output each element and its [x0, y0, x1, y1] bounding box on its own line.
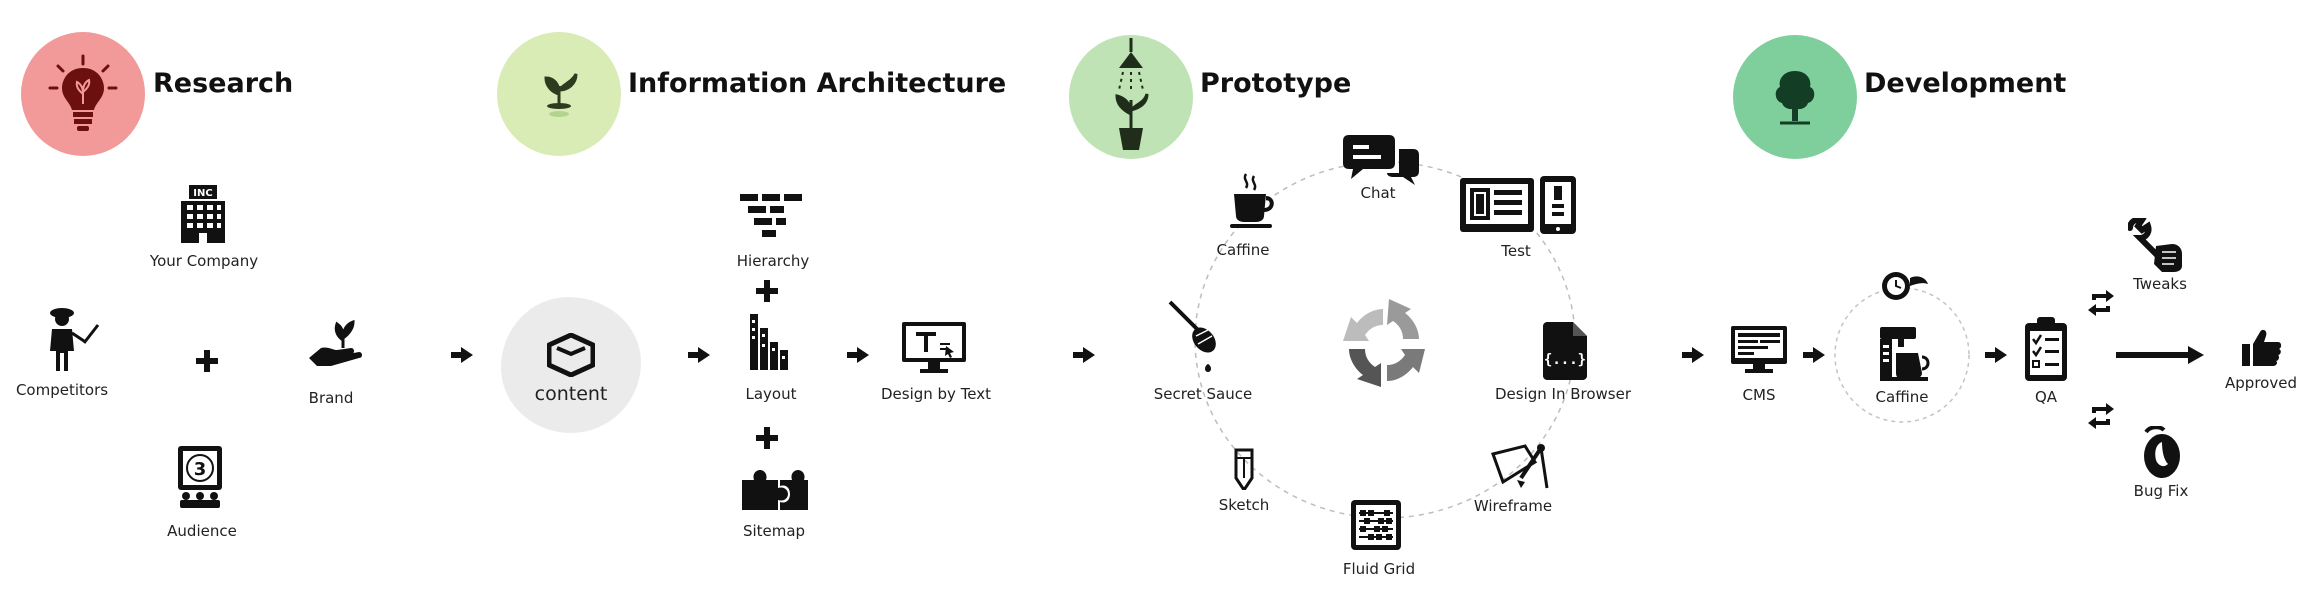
tweaks-label: Tweaks [2133, 275, 2187, 293]
building-icon: INC [177, 185, 229, 245]
thumbs-up-icon [2242, 328, 2282, 366]
honey-dipper-icon [1168, 300, 1218, 374]
countdown-number: 3 [194, 459, 207, 480]
development-title: Development [1864, 68, 2067, 99]
svg-text:{...}: {...} [1544, 352, 1586, 368]
abacus-grid-icon [1349, 498, 1403, 552]
research-phase-circle [21, 32, 145, 156]
arrow-ia-to-prototype [1073, 347, 1095, 363]
approved-label: Approved [2225, 374, 2297, 392]
layout-icon [750, 314, 790, 370]
sitemap-label: Sitemap [742, 522, 806, 540]
lightbulb-plant-icon [48, 54, 118, 131]
content-label: content [534, 383, 608, 405]
tree-icon [1775, 71, 1815, 125]
sprout-icon [544, 73, 578, 117]
design-by-text-label: Design by Text [880, 385, 992, 403]
hand-sprout-icon [307, 318, 365, 370]
code-file-icon: {...} [1543, 322, 1587, 380]
caffine-label-development: Caffine [1875, 388, 1929, 406]
arrow-qa-to-approved [2116, 346, 2204, 364]
clipboard-checklist-icon [2023, 317, 2069, 383]
secret-sauce-label: Secret Sauce [1153, 385, 1253, 403]
ia-phase-circle [497, 32, 621, 156]
bug-fix-icon [2140, 426, 2182, 480]
audience-countdown-icon: 3 [176, 446, 224, 508]
arrow-caffine-to-qa [1985, 347, 2007, 363]
chat-bubbles-icon [1343, 133, 1419, 185]
desktop-mobile-icon [1460, 176, 1578, 234]
layout-label: Layout [745, 385, 797, 403]
hierarchy-icon [740, 194, 806, 240]
prototype-phase-circle [1069, 35, 1193, 159]
coffee-machine-icon [1878, 327, 1932, 381]
arrow-prototype-to-cms [1682, 347, 1704, 363]
plus-sign-ia-bottom [756, 427, 778, 449]
sketch-label: Sketch [1218, 496, 1270, 514]
chat-label: Chat [1360, 184, 1396, 202]
swap-arrows-icon-top [2086, 290, 2116, 316]
clock-fast-icon [1880, 270, 1930, 302]
wrench-hand-icon [2128, 218, 2184, 274]
wireframe-label: Wireframe [1473, 497, 1553, 515]
plus-sign-ia-top [756, 280, 778, 302]
hierarchy-label: Hierarchy [736, 252, 810, 270]
compass-drawing-icon [1491, 442, 1549, 492]
audience-label: Audience [167, 522, 237, 540]
brand-label: Brand [308, 389, 354, 407]
inc-sign-text: INC [193, 188, 212, 199]
lamp-plant-icon [1115, 38, 1149, 150]
arrow-content-to-layout [688, 347, 710, 363]
ia-title: Information Architecture [628, 68, 1007, 99]
competitor-person-icon [44, 305, 100, 373]
cms-monitor-icon [1731, 326, 1787, 374]
box-icon [547, 333, 595, 377]
monitor-text-icon [902, 322, 966, 376]
qa-label: QA [2034, 388, 2058, 406]
prototype-title: Prototype [1200, 68, 1352, 99]
design-in-browser-label: Design In Browser [1494, 385, 1632, 403]
plus-sign-research [196, 350, 218, 372]
content-blob [501, 297, 641, 433]
arrow-layout-to-design-by-text [847, 347, 869, 363]
swap-arrows-icon-bottom [2086, 403, 2116, 429]
bug-fix-label: Bug Fix [2133, 482, 2189, 500]
puzzle-icon [742, 470, 808, 512]
research-title: Research [153, 68, 294, 99]
fluid-grid-label: Fluid Grid [1342, 560, 1416, 578]
test-label: Test [1501, 242, 1531, 260]
cms-label: CMS [1742, 386, 1776, 404]
caffine-label-prototype: Caffine [1216, 241, 1270, 259]
arrow-cms-to-caffine [1803, 347, 1825, 363]
cycle-arrows-icon [1335, 295, 1443, 399]
arrow-research-to-content [451, 347, 473, 363]
your-company-label: Your Company [149, 252, 259, 270]
competitors-label: Competitors [15, 381, 109, 399]
coffee-cup-icon [1230, 172, 1276, 228]
development-phase-circle [1733, 35, 1857, 159]
pencil-tip-icon [1232, 448, 1256, 490]
